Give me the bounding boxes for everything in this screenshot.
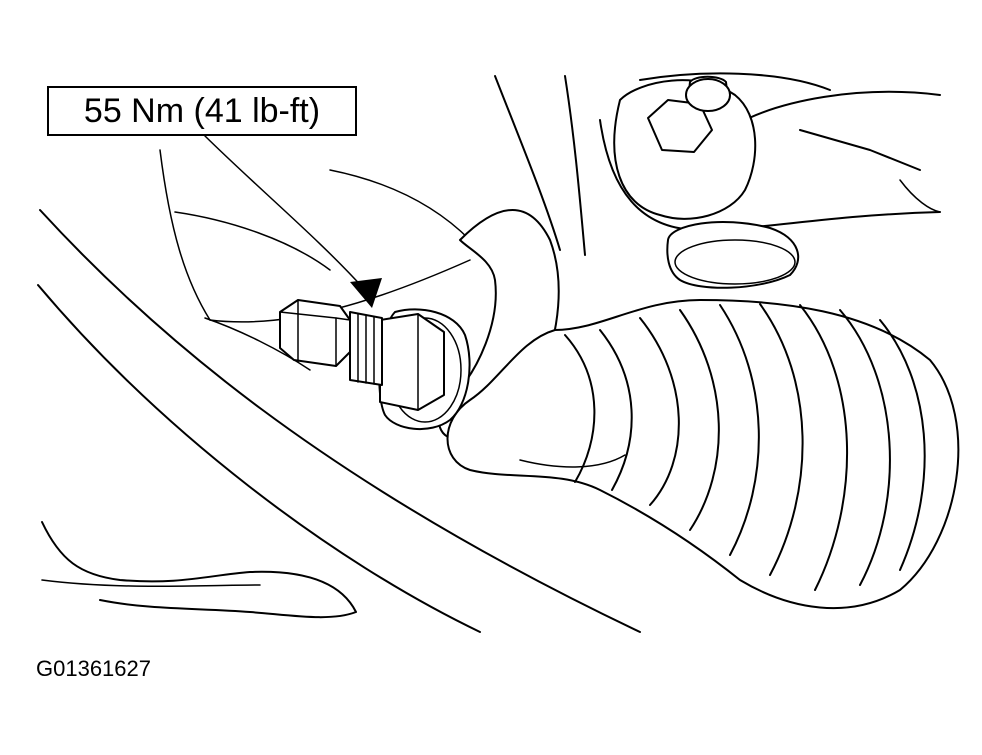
figure-id: G01361627: [36, 656, 151, 681]
arrowhead-icon: [350, 278, 382, 308]
torque-label: 55 Nm (41 lb-ft): [83, 91, 321, 130]
bolt-assembly: [279, 299, 471, 431]
torque-callout: 55 Nm (41 lb-ft): [47, 86, 357, 136]
tie-rod-end: [613, 75, 800, 289]
steering-boot: [446, 299, 960, 610]
subframe: [494, 72, 941, 256]
splash-shield-outline: [41, 521, 357, 619]
torque-leader: [204, 135, 382, 308]
